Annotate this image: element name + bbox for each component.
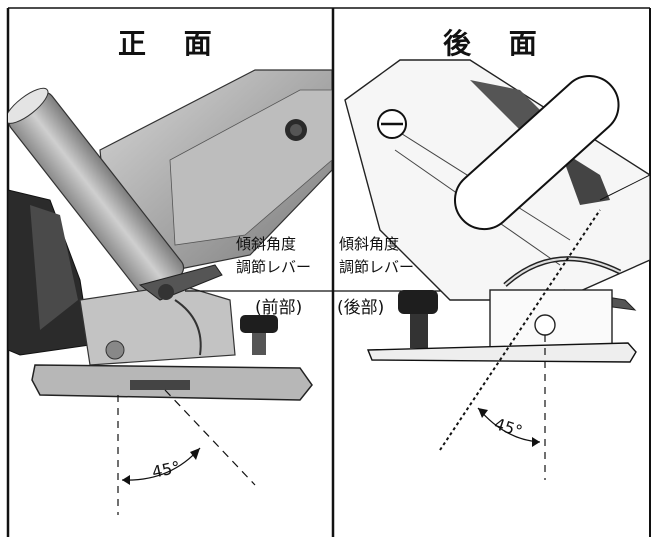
rear-lever-label-line1: 傾斜角度 [339, 235, 400, 253]
front-handle [8, 87, 185, 299]
rear-view-title: 後 面 [443, 27, 551, 60]
rear-base-plate [366, 342, 637, 363]
front-lever-label-line2: 調節レバー [236, 258, 312, 276]
rear-part-label: (後部) [337, 298, 385, 318]
front-knob [240, 315, 278, 355]
front-lever-label-line1: 傾斜角度 [236, 235, 297, 253]
rear-knob [398, 290, 438, 348]
rear-blade-line [439, 209, 601, 451]
front-view [8, 69, 332, 515]
front-view-title: 正 面 [118, 27, 226, 60]
rear-view [344, 59, 650, 480]
rear-lever-label-line2: 調節レバー [339, 258, 415, 276]
rear-handle [453, 75, 620, 231]
front-blade-ref [164, 389, 256, 486]
front-part-label: (前部) [255, 298, 303, 318]
